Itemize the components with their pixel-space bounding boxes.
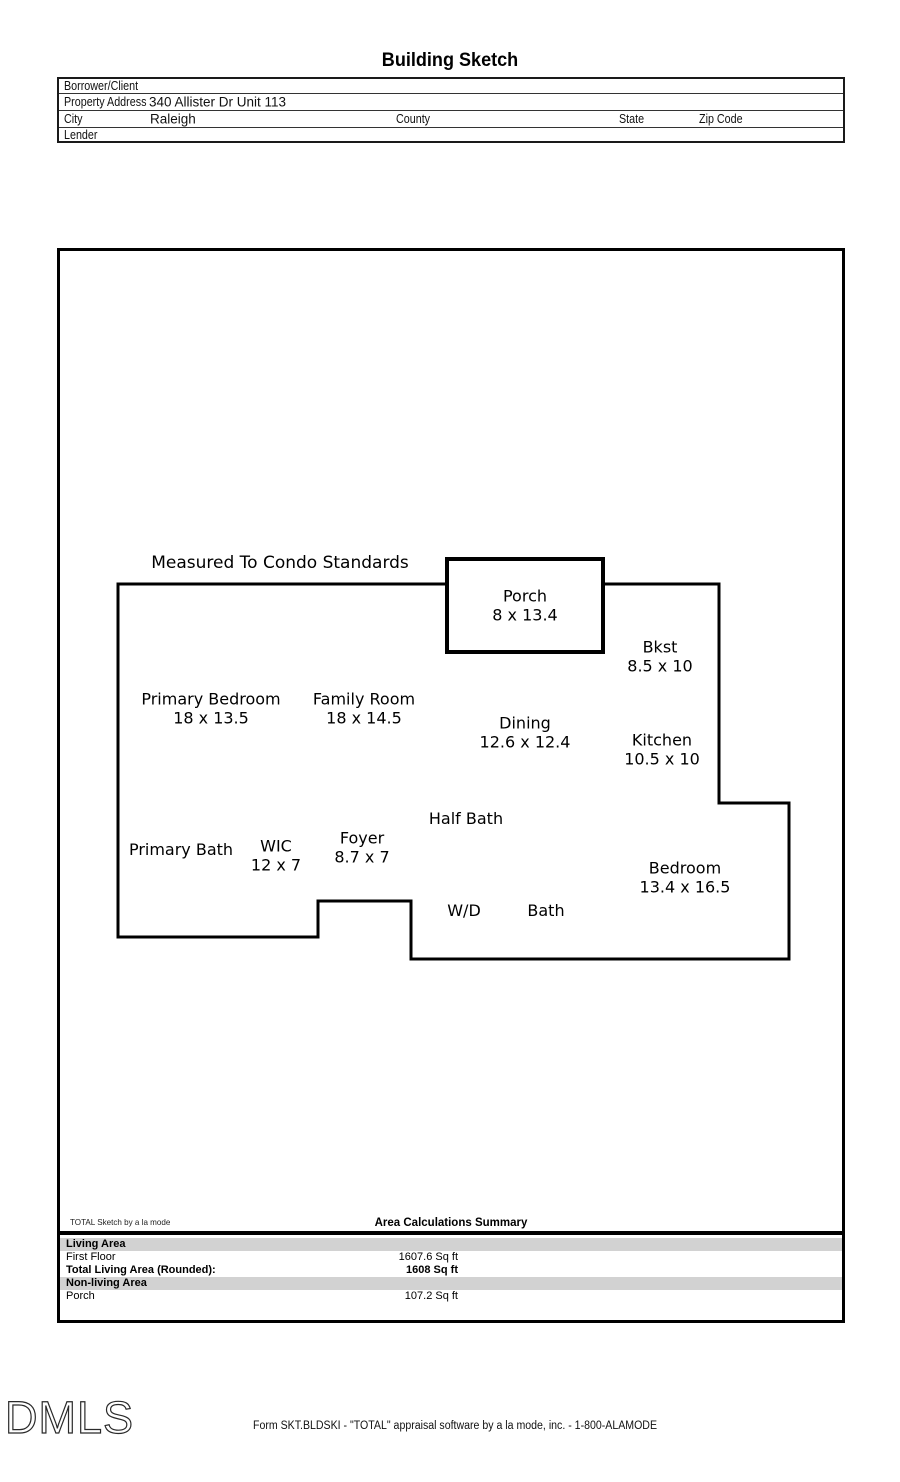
room-primary-bedroom-dims: 18 x 13.5 (173, 708, 249, 727)
state-label: State (619, 112, 645, 126)
room-wic-name: WIC (260, 836, 292, 856)
room-dining-dims: 12.6 x 12.4 (479, 732, 571, 751)
borrower-row: Borrower/Client (59, 79, 843, 94)
property-address-label: Property Address (64, 95, 147, 109)
room-bedroom-name: Bedroom (648, 858, 722, 878)
room-kitchen: Kitchen 10.5 x 10 (624, 730, 700, 769)
room-bkst: Bkst 8.5 x 10 (627, 637, 693, 676)
summary-divider (57, 1231, 845, 1235)
room-foyer-name: Foyer (339, 828, 385, 848)
room-bath: Bath (527, 900, 565, 921)
room-bath-name: Bath (527, 900, 565, 920)
room-primary-bedroom: Primary Bedroom 18 x 13.5 (141, 689, 281, 728)
room-bkst-name: Bkst (642, 637, 678, 657)
room-foyer: Foyer 8.7 x 7 (334, 828, 390, 867)
room-primary-bedroom-name: Primary Bedroom (141, 689, 281, 709)
lender-label: Lender (64, 128, 98, 142)
room-dining-name: Dining (499, 713, 551, 733)
room-dining: Dining 12.6 x 12.4 (479, 713, 571, 752)
room-family-room-name: Family Room (312, 689, 416, 709)
borrower-label: Borrower/Client (64, 79, 139, 93)
zip-label: Zip Code (699, 112, 743, 126)
first-floor-value: 1607.6 Sq ft (398, 1251, 458, 1263)
porch-area-value: 107.2 Sq ft (404, 1290, 458, 1302)
room-foyer-dims: 8.7 x 7 (334, 847, 390, 866)
room-half-bath-name: Half Bath (428, 808, 504, 828)
room-porch-dims: 8 x 13.4 (492, 605, 558, 624)
room-kitchen-name: Kitchen (631, 730, 693, 750)
city-label: City (64, 112, 83, 126)
property-address-row: Property Address 340 Allister Dr Unit 11… (59, 94, 843, 111)
first-floor-label: First Floor (66, 1251, 116, 1263)
room-wic-dims: 12 x 7 (250, 855, 302, 874)
dmls-logo: DMLS (4, 1391, 135, 1443)
nonliving-area-band: Non-living Area (60, 1277, 842, 1290)
room-porch: Porch 8 x 13.4 (492, 586, 558, 625)
porch-area-label: Porch (66, 1290, 95, 1302)
sketch-page-border (57, 248, 845, 1323)
room-bkst-dims: 8.5 x 10 (627, 656, 693, 675)
city-value: Raleigh (150, 111, 196, 127)
room-kitchen-dims: 10.5 x 10 (624, 749, 700, 768)
total-living-row: Total Living Area (Rounded): 1608 Sq ft (60, 1264, 842, 1277)
room-porch-name: Porch (502, 586, 548, 606)
first-floor-row: First Floor 1607.6 Sq ft (60, 1251, 842, 1264)
room-wd-name: W/D (447, 900, 481, 920)
room-family-room-dims: 18 x 14.5 (326, 708, 402, 727)
lender-row: Lender (59, 128, 843, 142)
sketch-credit: TOTAL Sketch by a la mode (70, 1217, 171, 1227)
room-wic: WIC 12 x 7 (250, 836, 302, 875)
total-living-value: 1608 Sq ft (406, 1264, 458, 1276)
sketch-note: Measured To Condo Standards (151, 553, 409, 573)
total-living-label: Total Living Area (Rounded): (66, 1264, 216, 1276)
living-area-band: Living Area (60, 1238, 842, 1251)
porch-area-row: Porch 107.2 Sq ft (60, 1290, 842, 1303)
property-info-table: Borrower/Client Property Address 340 All… (57, 77, 845, 143)
area-summary-title: Area Calculations Summary (374, 1217, 528, 1229)
room-half-bath: Half Bath (428, 808, 504, 829)
footer-form-line: Form SKT.BLDSKI - "TOTAL" appraisal soft… (252, 1420, 658, 1432)
county-label: County (396, 112, 431, 126)
city-row: City Raleigh County State Zip Code (59, 111, 843, 128)
room-family-room: Family Room 18 x 14.5 (312, 689, 416, 728)
page-title: Building Sketch (381, 50, 519, 71)
room-primary-bath: Primary Bath (128, 839, 234, 860)
room-primary-bath-name: Primary Bath (128, 839, 234, 859)
room-bedroom-dims: 13.4 x 16.5 (639, 877, 731, 896)
room-bedroom: Bedroom 13.4 x 16.5 (639, 858, 731, 897)
room-wd: W/D (447, 900, 481, 921)
property-address-value: 340 Allister Dr Unit 113 (149, 94, 287, 110)
